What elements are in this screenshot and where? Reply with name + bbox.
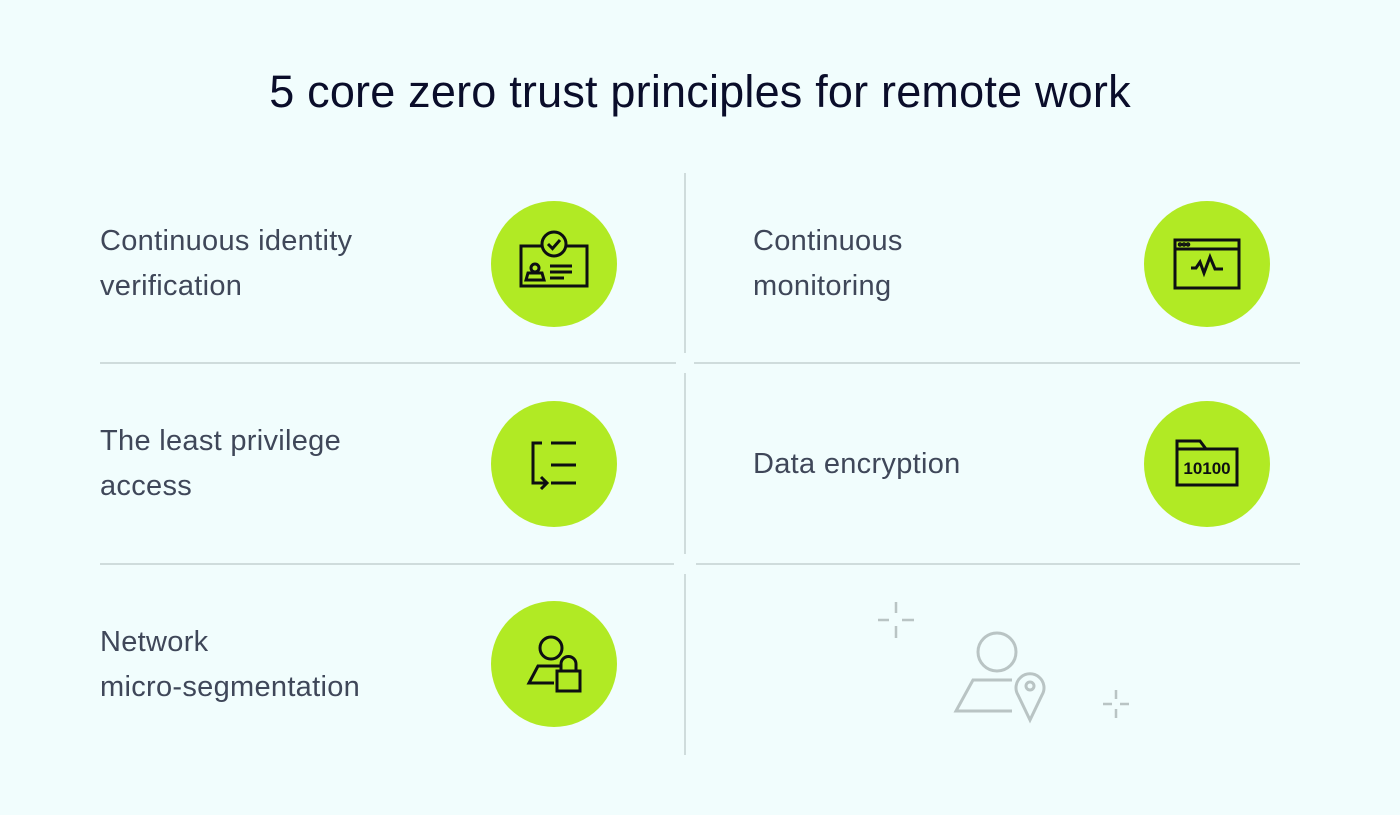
- label-line: Continuous: [753, 225, 903, 257]
- binary-folder-icon: 10100: [1175, 439, 1239, 487]
- user-location-pin-icon: [953, 631, 1046, 724]
- label-line: micro-segmentation: [100, 671, 361, 703]
- principle-label: Continuous identity verification: [100, 219, 352, 309]
- vertical-divider-bottom: [684, 574, 686, 755]
- label-line: verification: [100, 270, 243, 302]
- label-line: Data encryption: [753, 448, 961, 480]
- principle-label: The least privilege access: [100, 419, 341, 509]
- sparkle-icon: [1103, 690, 1129, 718]
- label-line: monitoring: [753, 270, 892, 302]
- label-line: Continuous identity: [100, 225, 353, 257]
- horizontal-divider-1-right: [694, 362, 1300, 364]
- icon-circle: 10100: [1144, 401, 1270, 527]
- id-card-check-icon: [519, 230, 589, 288]
- page-title: 5 core zero trust principles for remote …: [269, 66, 1131, 117]
- sparkle-icon: [878, 602, 914, 638]
- horizontal-divider-2-right: [696, 563, 1300, 565]
- icon-circle: [491, 201, 617, 327]
- principle-label: Continuous monitoring: [753, 219, 903, 309]
- user-lock-icon: [526, 635, 582, 693]
- list-indent-arrow-icon: [531, 441, 576, 491]
- label-line: The least privilege: [100, 425, 342, 457]
- principle-label: Data encryption: [753, 442, 961, 487]
- svg-text:10100: 10100: [1183, 459, 1230, 478]
- icon-circle: [491, 401, 617, 527]
- horizontal-divider-2-left: [100, 563, 674, 565]
- principle-label: Network micro-segmentation: [100, 620, 360, 710]
- vertical-divider-top: [684, 173, 686, 353]
- label-line: Network: [100, 626, 209, 658]
- horizontal-divider-1-left: [100, 362, 676, 364]
- label-line: access: [100, 470, 193, 502]
- vertical-divider-middle: [684, 373, 686, 554]
- icon-circle: [1144, 201, 1270, 327]
- browser-pulse-icon: [1173, 238, 1241, 290]
- icon-circle: [491, 601, 617, 727]
